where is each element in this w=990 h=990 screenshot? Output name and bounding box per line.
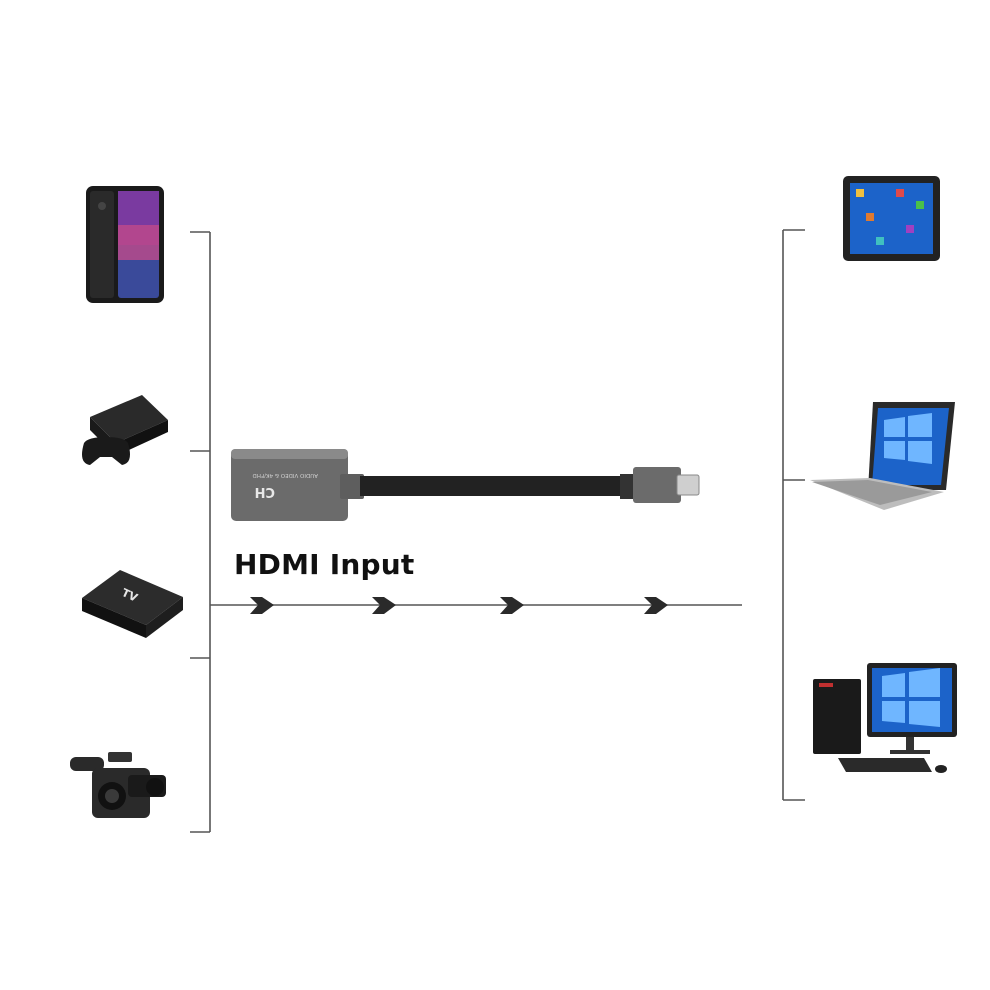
- hdmi-adapter: CH AUDIO VIDEO & 4K/FHD: [231, 449, 700, 521]
- tv-box-label: TV: [120, 586, 140, 605]
- laptop-icon: [810, 402, 955, 510]
- tv-box-icon: TV: [82, 570, 183, 638]
- game-console-icon: [82, 395, 168, 465]
- adapter-logo: CH: [255, 484, 275, 499]
- output-bracket: [782, 229, 805, 801]
- flow-arrow-2: [372, 597, 396, 614]
- flow-arrow-3: [500, 597, 524, 614]
- flow-arrow-1: [250, 597, 274, 614]
- video-camera-icon: [70, 752, 166, 818]
- smartphone-icon: [86, 186, 164, 303]
- adapter-small-text: AUDIO VIDEO & 4K/FHD: [253, 472, 318, 478]
- input-bracket: [190, 231, 211, 833]
- flow-arrow-4: [644, 597, 668, 614]
- signal-flow-line: [210, 597, 742, 614]
- tablet-icon: [843, 176, 940, 261]
- desktop-pc-icon: [813, 663, 957, 773]
- hdmi-input-label: HDMI Input: [234, 548, 415, 581]
